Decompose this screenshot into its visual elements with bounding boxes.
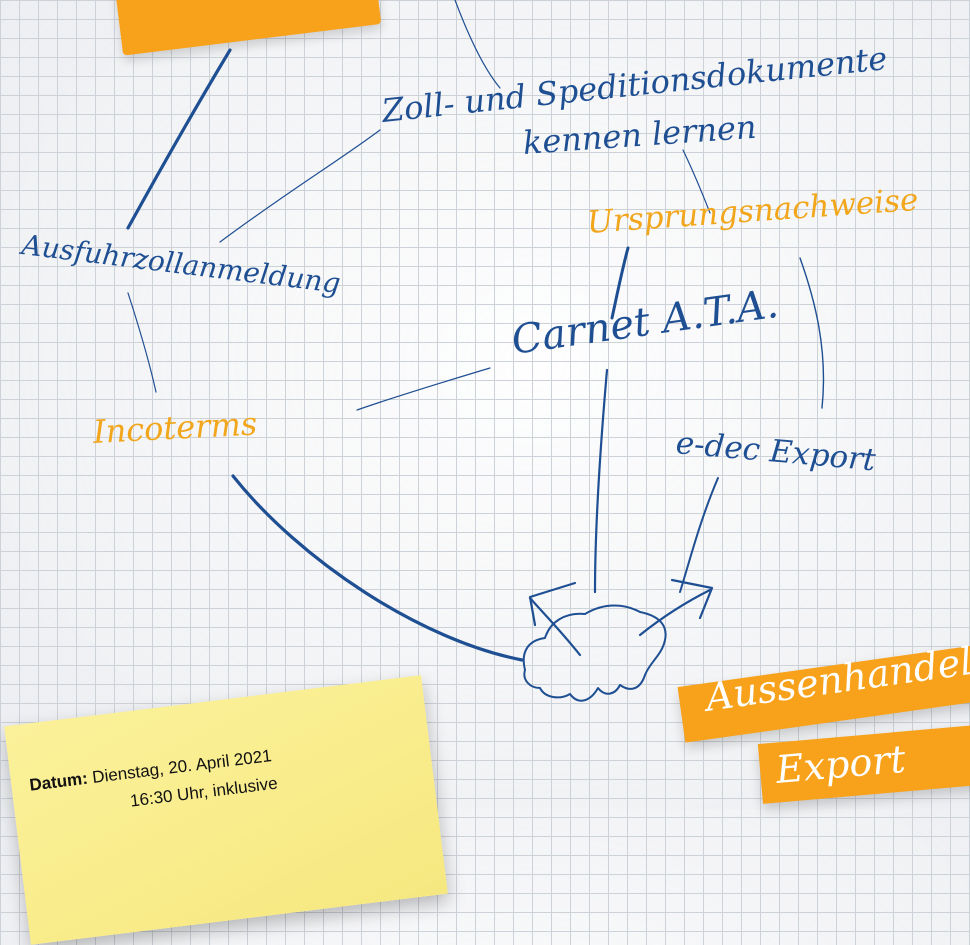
arrow-right-shaft xyxy=(638,588,712,637)
line-ausfuhr-to-incoterms xyxy=(127,292,157,393)
line-zoll-to-ursprung xyxy=(682,149,711,214)
line-carnet-to-swiss xyxy=(593,368,609,594)
line-edec-to-swiss xyxy=(679,477,719,593)
switzerland-shape xyxy=(522,604,667,702)
line-top-left-to-ausfuhr xyxy=(126,48,232,230)
line-ursprung-to-edec xyxy=(799,257,825,409)
arrow-left-shaft xyxy=(528,596,582,657)
arrow-left-head xyxy=(528,581,577,627)
line-ursprung-to-carnet xyxy=(610,246,630,320)
arrow-right-head xyxy=(670,578,714,620)
line-incoterms-to-carnet xyxy=(356,367,491,411)
note-date-label: Datum: xyxy=(28,768,89,795)
mindmap-connector-lines xyxy=(126,0,825,702)
line-incoterms-to-swiss xyxy=(231,474,524,662)
line-ausfuhr-to-zoll xyxy=(219,129,381,243)
line-top-to-zoll xyxy=(454,0,501,89)
